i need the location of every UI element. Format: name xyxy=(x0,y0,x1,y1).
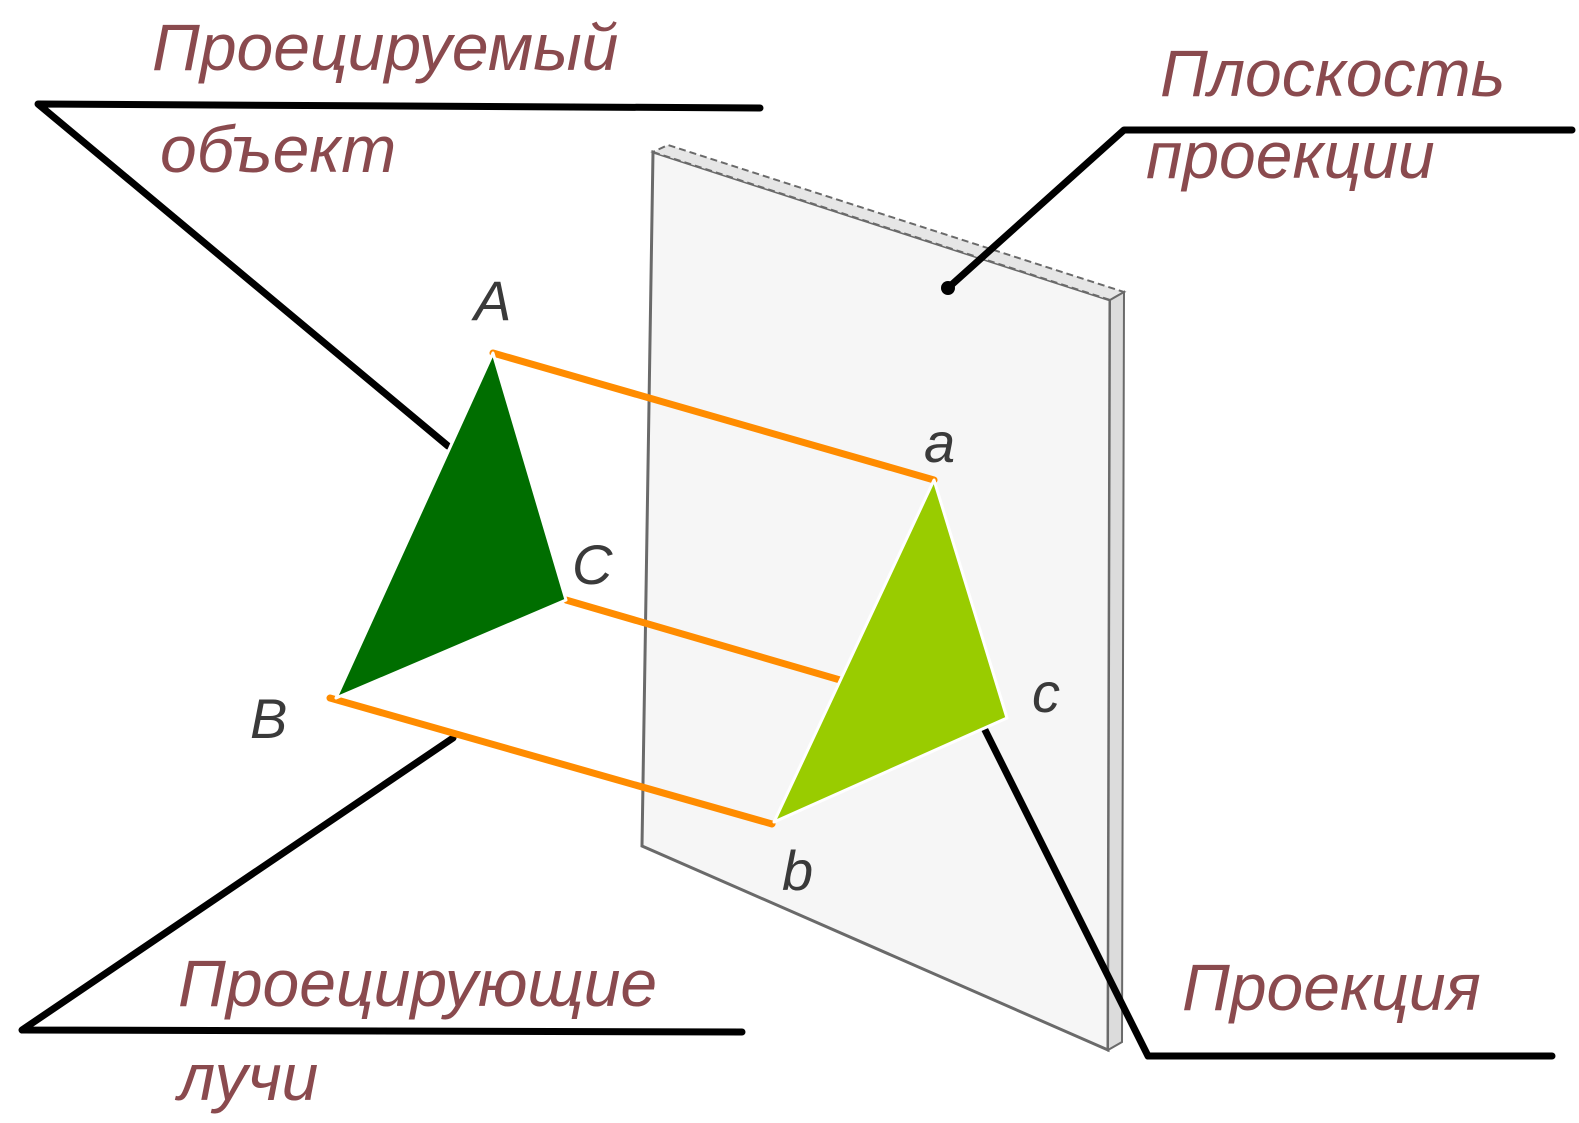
ray-A-a xyxy=(489,349,938,484)
vertex-label-B: B xyxy=(250,687,287,750)
vertex-label-C: C xyxy=(572,533,613,596)
object-triangle xyxy=(334,351,568,700)
projection-leader-line xyxy=(981,726,1556,1060)
object-caption-line1: Проецируемый xyxy=(152,10,618,84)
plane-caption-line1: Плоскость xyxy=(1160,36,1505,110)
plane-caption-line2: проекции xyxy=(1146,118,1435,192)
plane-leader-line xyxy=(944,126,1576,292)
vertex-label-c: c xyxy=(1032,661,1060,724)
vertex-label-b: b xyxy=(782,839,813,902)
projection-caption: Проекция xyxy=(1182,950,1481,1024)
rays-caption-line2: лучи xyxy=(174,1040,318,1114)
vertex-label-A: A xyxy=(471,269,511,332)
rays-caption-line1: Проецирующие xyxy=(178,946,657,1020)
object-leader-line xyxy=(34,100,764,450)
object-caption-line2: объект xyxy=(160,112,396,186)
rays-leader-line xyxy=(18,734,746,1036)
vertex-label-a: a xyxy=(924,411,955,474)
projection-triangle xyxy=(772,478,1009,824)
ray-B-b xyxy=(326,694,776,828)
plane-leader-dot xyxy=(941,281,955,295)
ray-C-c xyxy=(562,596,844,684)
